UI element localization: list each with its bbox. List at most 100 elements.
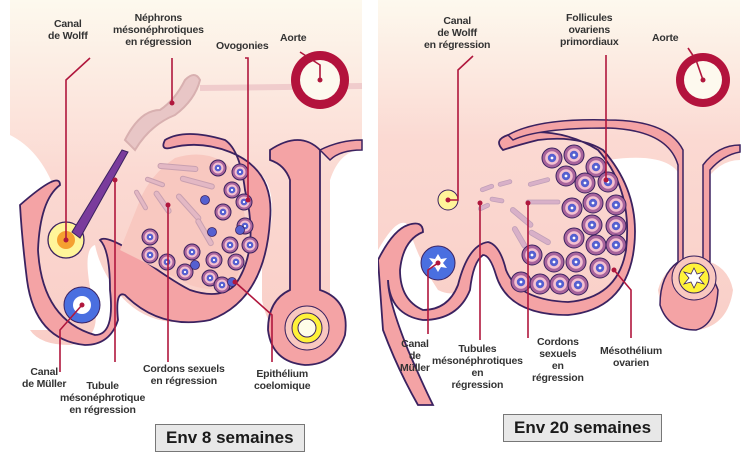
label-line: ovariens xyxy=(568,24,611,36)
label-line: coelomique xyxy=(254,380,311,392)
label-canal-muller: Canal de Müller xyxy=(22,366,66,390)
label-cordons: Cordons sexuels en régression xyxy=(143,363,225,387)
label-line: Müller xyxy=(400,362,430,374)
leader-lines xyxy=(427,47,704,340)
panel-20-weeks: Canal de Wolff en régression Follicules … xyxy=(378,0,748,460)
small-germ-cell xyxy=(190,260,200,270)
label-line: primordiaux xyxy=(560,36,619,48)
oogonium xyxy=(231,163,249,181)
primordial-follicle xyxy=(574,172,596,194)
primordial-follicles xyxy=(510,144,627,296)
regressing-sex-cords xyxy=(134,162,215,247)
label-ovogonies: Ovogonies xyxy=(216,40,269,52)
coelomic-epithelium xyxy=(19,133,272,346)
label-line: régression xyxy=(532,372,584,384)
label-canal-wolff: Canal de Wolff en régression xyxy=(424,15,490,51)
label-line: Canal xyxy=(54,18,82,30)
primordial-follicle xyxy=(581,214,603,236)
label-canal-muller: Canal de Müller xyxy=(400,338,430,374)
label-tubule: Tubule mésonéphrotique en régression xyxy=(60,380,145,416)
primordial-follicle xyxy=(589,257,611,279)
label-line: en régression xyxy=(424,39,491,51)
primordial-follicle xyxy=(555,165,577,187)
label-aorte: Aorte xyxy=(280,32,307,44)
coelomic-epithelium xyxy=(378,131,636,406)
oogonium xyxy=(241,236,259,254)
label-mesothelium: Mésothélium ovarien xyxy=(600,345,662,369)
label-line: de Wolff xyxy=(437,27,477,39)
gut-mesentery xyxy=(506,119,719,331)
leader-dots xyxy=(435,77,706,273)
oogonium xyxy=(209,159,227,177)
oogonium xyxy=(235,193,253,211)
label-line: en xyxy=(551,360,564,372)
label-line: Tubules xyxy=(458,343,497,355)
primordial-follicle xyxy=(510,271,532,293)
label-nephrons: Néphrons mésonéphrotiques en régression xyxy=(113,12,204,48)
small-germ-cell xyxy=(200,195,210,205)
oogonium xyxy=(141,228,159,246)
primordial-follicle xyxy=(549,273,571,295)
primordial-follicle xyxy=(565,251,587,273)
label-line: Canal xyxy=(443,15,471,27)
label-line: sexuels xyxy=(539,348,577,360)
label-line: Epithélium xyxy=(256,368,309,380)
leader-lines xyxy=(59,51,321,372)
oogonium xyxy=(205,251,223,269)
primordial-follicle xyxy=(521,244,543,266)
gut-mesentery xyxy=(267,139,347,366)
oogonium xyxy=(183,243,201,261)
primordial-follicle xyxy=(605,215,627,237)
label-line: Follicules xyxy=(566,12,613,24)
label-line: Aorte xyxy=(280,32,307,44)
primordial-follicle xyxy=(561,197,583,219)
primordial-follicle xyxy=(543,251,565,273)
label-line: de xyxy=(408,350,421,362)
oogonium xyxy=(141,246,159,264)
label-line: mésonéphrotiques xyxy=(113,24,204,36)
regressing-nephrons xyxy=(123,74,202,152)
primordial-follicle xyxy=(582,192,604,214)
small-germ-cell xyxy=(207,227,217,237)
label-line: Canal xyxy=(401,338,429,350)
label-line: mésonéphrotique xyxy=(60,392,146,404)
label-line: en xyxy=(471,367,484,379)
label-line: ovarien xyxy=(613,357,649,369)
label-cordons: Cordons sexuels en régression xyxy=(532,336,584,384)
gut-lumen xyxy=(297,318,317,338)
diagram-8-weeks xyxy=(10,0,363,390)
gut-lumen xyxy=(682,267,706,289)
primordial-follicle xyxy=(541,147,563,169)
label-line: en régression xyxy=(150,375,217,387)
primordial-follicle xyxy=(605,194,627,216)
label-line: Canal xyxy=(30,366,58,378)
label-line: Néphrons xyxy=(134,12,183,24)
oogonium xyxy=(158,253,176,271)
label-line: de Müller xyxy=(22,378,67,390)
primordial-follicle xyxy=(563,227,585,249)
dorsal-wall-fold xyxy=(318,139,363,162)
label-canal-wolff: Canal de Wolff xyxy=(48,18,88,42)
mesonephric-tubule xyxy=(71,149,129,239)
primordial-follicle xyxy=(529,273,551,295)
label-line: Cordons sexuels xyxy=(143,363,225,375)
oogonium xyxy=(176,263,194,281)
small-germ-cell xyxy=(235,225,245,235)
label-line: Tubule xyxy=(86,380,119,392)
primordial-follicle xyxy=(585,234,607,256)
panel-8-weeks: Canal de Wolff Néphrons mésonéphrotiques… xyxy=(0,0,370,460)
label-line: Cordons xyxy=(536,336,579,348)
label-aorte: Aorte xyxy=(652,32,679,44)
caption-8-weeks: Env 8 semaines xyxy=(155,424,305,452)
label-tubules: Tubules mésonéphrotiques en régression xyxy=(432,343,523,391)
primordial-follicle xyxy=(585,156,607,178)
primordial-follicle xyxy=(563,144,585,166)
oogonium xyxy=(221,236,239,254)
primordial-follicle xyxy=(597,171,619,193)
label-line: mésonéphrotiques xyxy=(432,355,523,367)
label-line: Ovogonies xyxy=(216,40,269,52)
leader-dots xyxy=(63,77,323,308)
label-line: en régression xyxy=(125,36,192,48)
oogonium xyxy=(223,181,241,199)
diagram-20-weeks xyxy=(378,0,741,406)
